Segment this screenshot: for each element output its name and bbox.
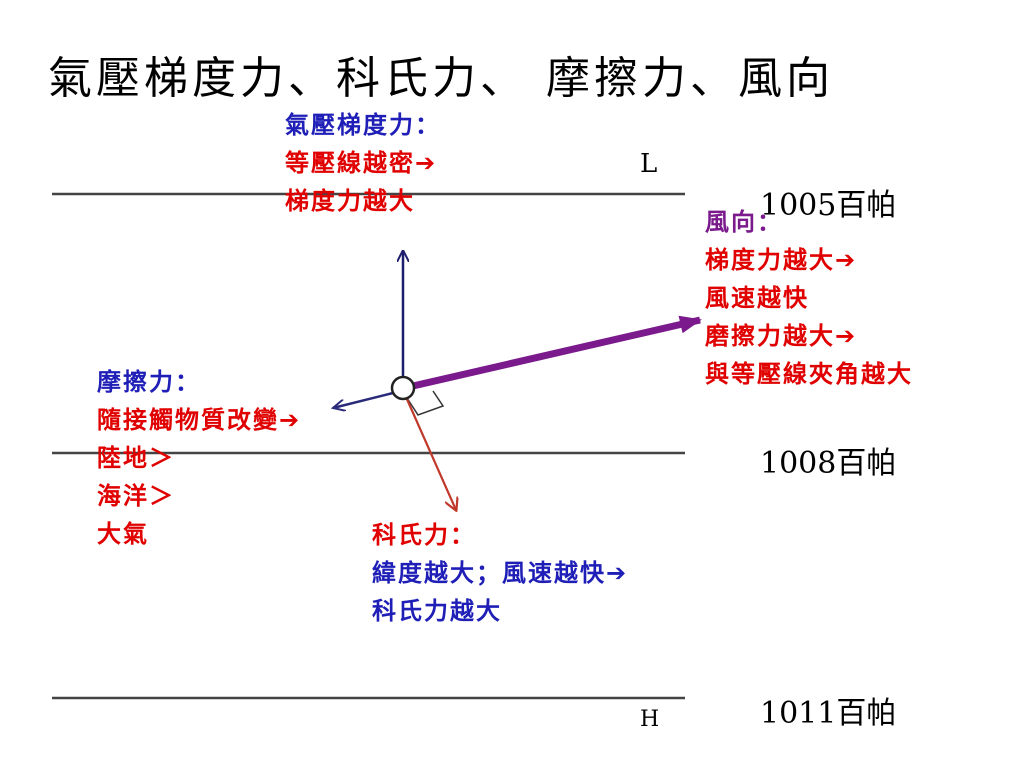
friction-note: 摩擦力： 隨接觸物質改變➔ 陸地＞ 海洋＞ 大氣 <box>97 363 301 553</box>
wind-direction-note: 風向： 梯度力越大➔ 風速越快 磨擦力越大➔ 與等壓線夾角越大 <box>705 203 913 393</box>
high-pressure-marker: H <box>640 707 660 732</box>
implies-arrow-icon: ➔ <box>415 149 438 177</box>
wind-line-4: 與等壓線夾角越大 <box>705 359 913 388</box>
friction-line-3: 海洋＞ <box>97 481 175 510</box>
pressure-gradient-force-note: 氣壓梯度力： 等壓線越密➔ 梯度力越大 <box>285 106 441 220</box>
pgf-line-2: 梯度力越大 <box>285 186 415 215</box>
wind-line-2: 風速越快 <box>705 283 809 312</box>
isobar-label-1011: 1011百帕 <box>760 696 897 731</box>
isobar-label-1008: 1008百帕 <box>760 446 897 481</box>
friction-line-2: 陸地＞ <box>97 443 175 472</box>
pgf-heading: 氣壓梯度力： <box>285 110 441 139</box>
coriolis-line-1: 緯度越大；風速越快➔ <box>372 558 629 587</box>
coriolis-line-2: 科氏力越大 <box>372 596 502 625</box>
friction-force-vector <box>333 391 394 408</box>
wind-direction-vector <box>412 315 702 390</box>
right-angle-marker <box>406 390 445 416</box>
implies-arrow-icon: ➔ <box>835 322 858 350</box>
wind-line-1: 梯度力越大➔ <box>705 245 858 274</box>
isobar-label-1005: 1005百帕 <box>760 188 897 223</box>
wind-line-3: 磨擦力越大➔ <box>705 321 858 350</box>
implies-arrow-icon: ➔ <box>279 406 302 434</box>
implies-arrow-icon: ➔ <box>606 559 629 587</box>
coriolis-force-note: 科氏力： 緯度越大；風速越快➔ 科氏力越大 <box>372 516 628 630</box>
wind-heading: 風向： <box>705 207 783 236</box>
friction-line-4: 大氣 <box>97 519 149 548</box>
friction-heading: 摩擦力： <box>97 367 201 396</box>
coriolis-heading: 科氏力： <box>372 520 476 549</box>
coriolis-force-vector <box>404 396 456 510</box>
pgf-line-1: 等壓線越密➔ <box>285 148 438 177</box>
page-title: 氣壓梯度力、科氏力、 摩擦力、風向 <box>48 53 834 104</box>
friction-line-1: 隨接觸物質改變➔ <box>97 405 302 434</box>
low-pressure-marker: L <box>640 149 658 179</box>
implies-arrow-icon: ➔ <box>835 246 858 274</box>
air-parcel <box>390 375 416 401</box>
